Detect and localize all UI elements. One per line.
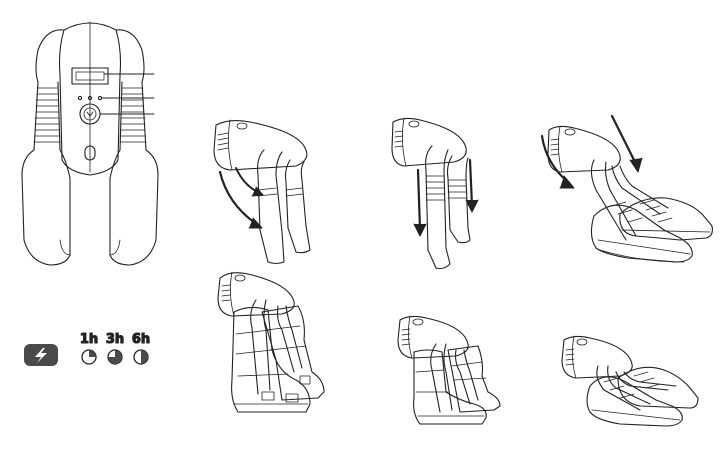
motion-arrow bbox=[542, 136, 570, 184]
indicator-led bbox=[78, 96, 81, 99]
dryer-scene-straight bbox=[392, 118, 478, 269]
motion-arrow bbox=[612, 116, 636, 164]
clock-icon bbox=[82, 350, 96, 364]
indicator-led bbox=[98, 96, 101, 99]
timer-label-3h: 3h bbox=[106, 332, 124, 347]
clock-icon bbox=[108, 350, 122, 364]
timer-label-6h: 6h bbox=[132, 332, 150, 347]
timer-options: 1h 3h 6h bbox=[80, 332, 150, 364]
clock-icon bbox=[134, 350, 148, 364]
motion-arrow bbox=[470, 160, 472, 206]
power-badge bbox=[24, 344, 58, 366]
dryer-scene-ski-boots bbox=[218, 272, 324, 412]
device-front-view bbox=[22, 22, 158, 265]
dryer-scene-shoes-insert bbox=[542, 116, 712, 262]
timer-label-1h: 1h bbox=[80, 332, 98, 347]
dryer-scene-sneakers bbox=[562, 336, 698, 426]
motion-arrow bbox=[418, 170, 420, 230]
dryer-scene-hanging bbox=[214, 120, 310, 264]
clock-fill bbox=[141, 350, 148, 364]
motion-arrow bbox=[220, 172, 258, 225]
dryer-scene-tall-boots bbox=[398, 316, 500, 424]
clock-fill bbox=[89, 350, 96, 357]
